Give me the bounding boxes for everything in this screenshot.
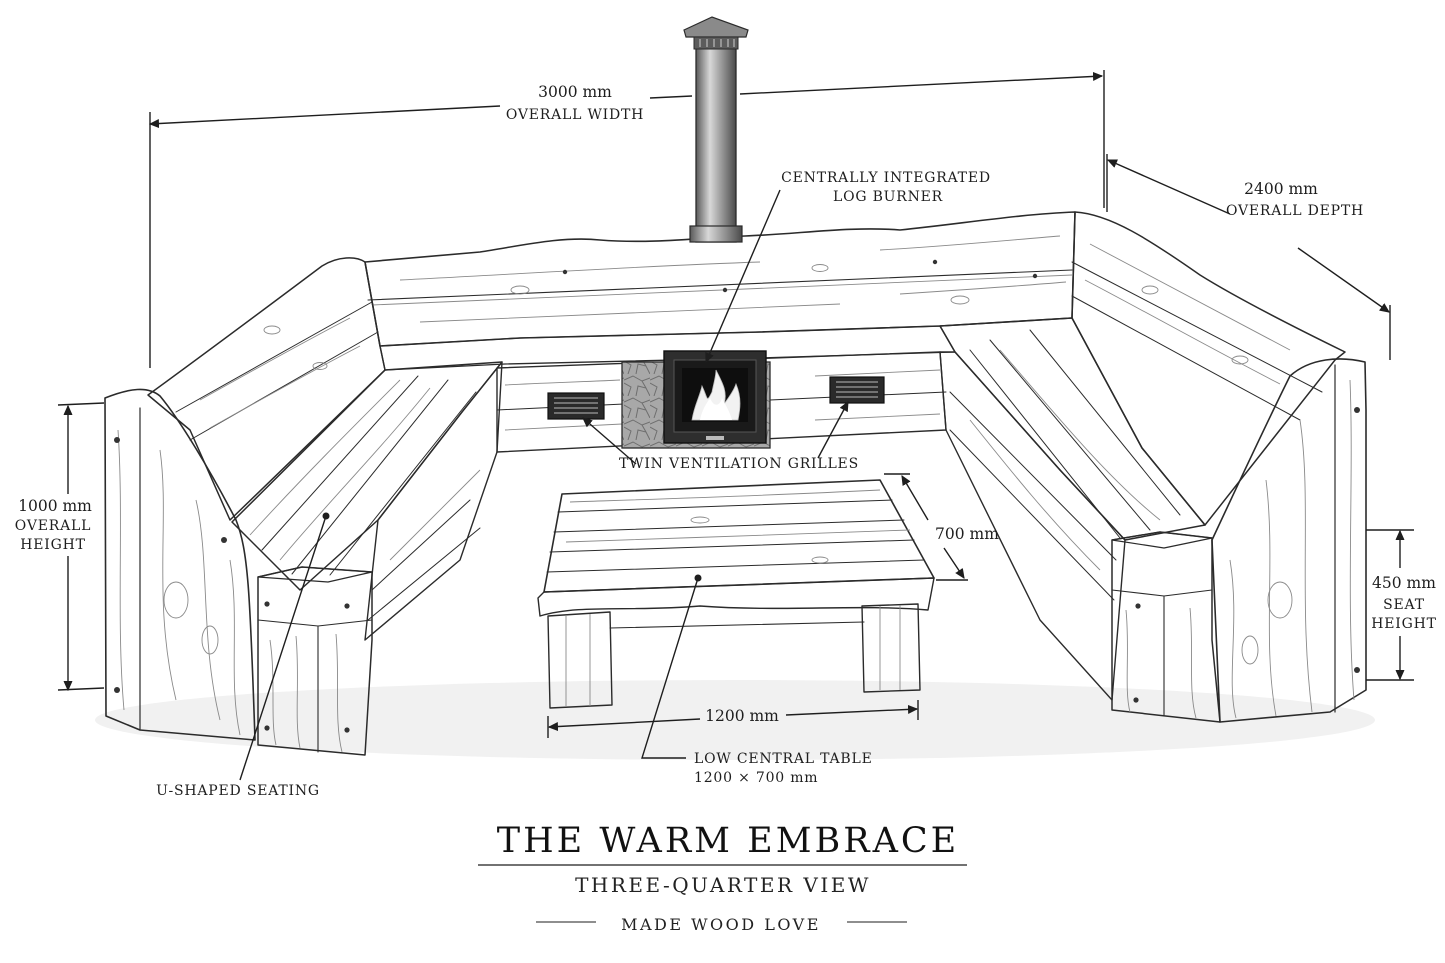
brand-name: MADE WOOD LOVE [621,915,821,934]
seat-height-label-2: HEIGHT [1371,616,1437,632]
overall-depth-value: 2400 mm [1244,180,1318,198]
overall-height-label-1: OVERALL [15,518,91,534]
leader-lines [239,189,849,781]
diagram-subtitle: THREE-QUARTER VIEW [575,873,871,897]
left-bench [104,257,503,756]
diagram-title: THE WARM EMBRACE [497,821,959,861]
dim-overall-height [57,402,105,690]
log-burner-callout-1: CENTRALLY INTEGRATED [781,170,991,186]
table-width-value: 1200 mm [705,707,779,725]
overall-depth-label: OVERALL DEPTH [1226,203,1364,219]
overall-width-label: OVERALL WIDTH [506,107,644,123]
dim-overall-width [150,70,1105,368]
overall-height-value: 1000 mm [18,497,92,515]
right-bench [939,211,1367,723]
log-burner [621,350,771,449]
seat-height-value: 450 mm [1372,574,1436,592]
overall-height-label-2: HEIGHT [20,537,86,553]
ventilation-grille-right [829,376,885,404]
grilles-callout: TWIN VENTILATION GRILLES [619,456,859,472]
ground-shadow [95,680,1375,760]
dim-table-width [547,700,919,738]
coffee-table [537,479,935,709]
overall-width-value: 3000 mm [538,83,612,101]
seating-callout: U-SHAPED SEATING [156,783,320,799]
chimney-flue [683,16,749,243]
dim-table-depth [884,473,968,581]
table-depth-value: 700 mm [935,525,999,543]
dim-seat-height [1366,529,1414,681]
back-wall [364,211,1076,347]
table-callout-1: LOW CENTRAL TABLE [694,751,873,767]
ventilation-grille-left [547,392,605,420]
table-callout-2: 1200 × 700 mm [694,770,818,786]
dim-overall-depth [1106,154,1391,360]
log-burner-callout-2: LOG BURNER [833,189,943,205]
seat-height-label-1: SEAT [1383,597,1425,613]
